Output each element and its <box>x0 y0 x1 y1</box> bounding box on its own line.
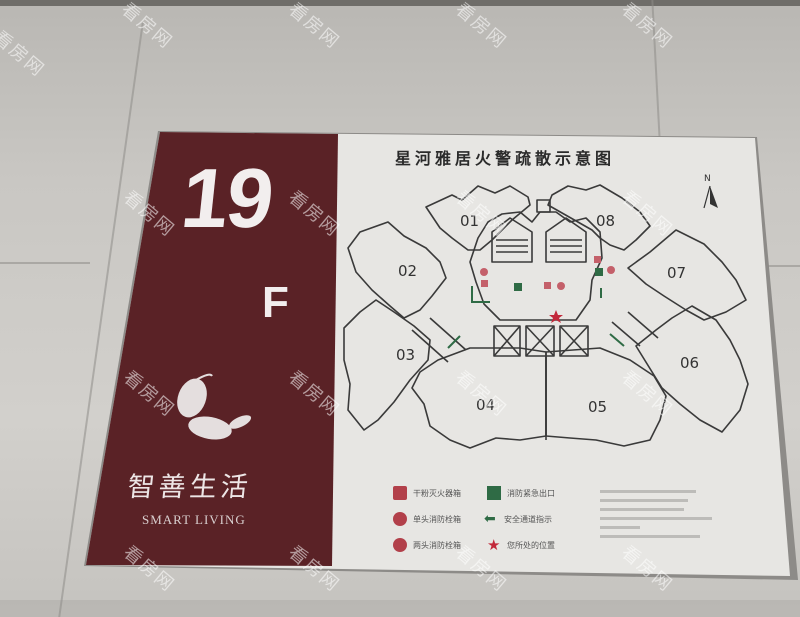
ceiling-edge <box>0 0 800 6</box>
north-label: N <box>704 174 711 184</box>
tile-grout <box>0 262 90 264</box>
single-fire-extinguisher-icon <box>393 512 407 526</box>
north-arrow-icon: N <box>702 174 722 220</box>
legend-double-hydrant: 两头消防栓箱 <box>393 538 461 552</box>
floor-number: 19 <box>177 151 277 245</box>
sign-title: 星河雅居火警疏散示意图 <box>395 149 616 168</box>
note-line <box>600 526 640 529</box>
evacuation-sign <box>84 131 798 580</box>
unit-08-label: 08 <box>596 212 616 230</box>
unit-07-label: 07 <box>667 264 687 282</box>
legend-label: 单头消防栓箱 <box>413 514 461 524</box>
legend-current-location: ★ 您所处的位置 <box>487 536 555 554</box>
evacuation-notes <box>600 487 720 544</box>
brand-name-chinese: 智善生活 <box>126 472 254 503</box>
unit-02-label: 02 <box>398 262 418 280</box>
note-line <box>600 508 684 511</box>
note-line <box>600 499 688 502</box>
double-fire-extinguisher-icon <box>393 538 407 552</box>
legend-label: 干粉灭火器箱 <box>413 488 461 498</box>
legend-label: 消防紧急出口 <box>507 488 555 498</box>
legend-label: 安全通道指示 <box>504 514 552 524</box>
legend-single-hydrant: 单头消防栓箱 <box>393 512 461 526</box>
legend-fire-hydrant: 干粉灭火器箱 <box>393 486 461 500</box>
emergency-exit-icon <box>487 486 501 500</box>
unit-05-label: 05 <box>588 398 608 416</box>
unit-04-label: 04 <box>476 396 496 414</box>
legend-label: 两头消防栓箱 <box>413 540 461 550</box>
legend-evacuation-route: ⬅ 安全通道指示 <box>484 512 552 526</box>
unit-01-label: 01 <box>460 212 480 230</box>
unit-03-label: 03 <box>396 346 416 364</box>
tile-grout <box>760 265 800 267</box>
note-line <box>600 490 696 493</box>
note-line <box>600 517 712 520</box>
legend-emergency-exit: 消防紧急出口 <box>487 486 555 500</box>
evacuation-arrow-icon: ⬅ <box>484 511 496 527</box>
floor-unit-label: F <box>262 278 289 327</box>
fire-hydrant-icon <box>393 486 407 500</box>
brand-name-english: SMART LIVING <box>142 512 246 527</box>
current-location-star-icon: ★ <box>487 536 501 554</box>
legend-label: 您所处的位置 <box>507 540 555 550</box>
unit-06-label: 06 <box>680 354 700 372</box>
note-line <box>600 535 700 538</box>
